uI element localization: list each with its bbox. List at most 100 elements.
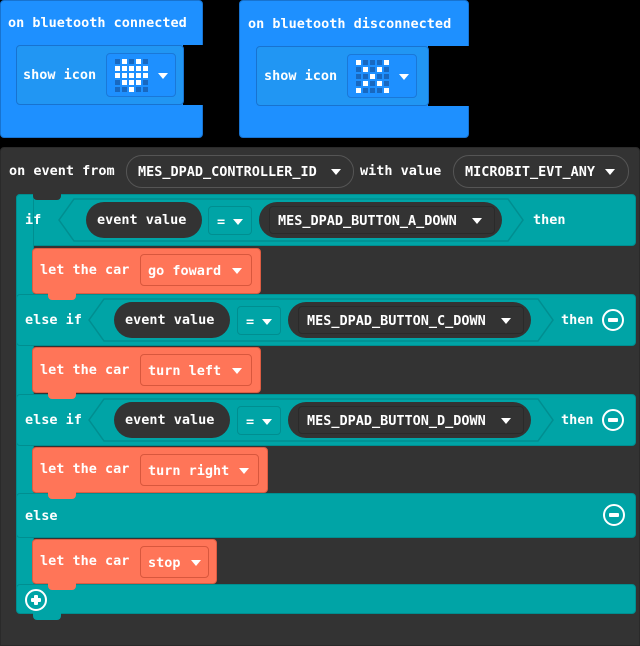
icon-dropdown[interactable] <box>106 53 176 97</box>
led-pixel <box>115 59 120 64</box>
chevron-down-icon <box>262 319 272 325</box>
compare-value-dropdown[interactable]: MES_DPAD_BUTTON_A_DOWN <box>269 206 495 234</box>
compare-value-reporter[interactable]: MES_DPAD_BUTTON_A_DOWN <box>259 202 502 238</box>
if-keyword: if <box>25 212 42 228</box>
led-pixel <box>363 67 368 72</box>
chevron-down-icon <box>331 169 341 175</box>
compare-value-dropdown[interactable]: MES_DPAD_BUTTON_C_DOWN <box>298 306 524 334</box>
led-pixel <box>129 80 134 85</box>
led-pixel <box>356 74 361 79</box>
chevron-down-icon <box>232 368 242 374</box>
led-pixel <box>363 88 368 93</box>
compare-value-reporter[interactable]: MES_DPAD_BUTTON_C_DOWN <box>288 302 531 338</box>
led-pixel <box>122 59 127 64</box>
operator-dropdown[interactable]: = <box>237 406 281 435</box>
led-pixel <box>363 74 368 79</box>
let-the-car-label: let the car <box>40 262 130 278</box>
led-pixel <box>377 81 382 86</box>
with-value-label: with value <box>360 163 442 179</box>
led-pixel <box>356 67 361 72</box>
led-pixel <box>122 66 127 71</box>
led-pixel <box>384 88 389 93</box>
remove-else-minus-icon[interactable] <box>603 504 625 526</box>
let-the-car-label: let the car <box>40 461 130 477</box>
led-pixel <box>129 59 134 64</box>
led-pixel <box>143 66 148 71</box>
else-keyword: else <box>25 508 58 524</box>
led-pixel <box>377 60 382 65</box>
car-action-dropdown[interactable]: turn right <box>140 454 259 486</box>
operator-dropdown[interactable]: = <box>237 306 281 335</box>
led-pixel <box>143 87 148 92</box>
remove-branch-minus-icon[interactable] <box>602 409 624 431</box>
then-label: then <box>561 312 594 328</box>
then-label: then <box>533 212 566 228</box>
led-pixel <box>370 67 375 72</box>
else-if-keyword: else if <box>25 312 82 328</box>
chevron-down-icon <box>501 418 511 424</box>
event-source-dropdown[interactable]: MES_DPAD_CONTROLLER_ID <box>126 155 354 188</box>
led-pixel <box>356 88 361 93</box>
chevron-down-icon <box>399 74 409 80</box>
led-pixel <box>143 59 148 64</box>
chevron-down-icon <box>501 318 511 324</box>
car-action-dropdown[interactable]: go foward <box>140 254 252 286</box>
led-pixel <box>143 80 148 85</box>
let-the-car-label: let the car <box>40 553 130 569</box>
led-pixel <box>370 88 375 93</box>
hat-label: on bluetooth connected <box>8 15 187 31</box>
led-pixel <box>370 60 375 65</box>
operator-dropdown[interactable]: = <box>208 206 252 235</box>
event-value-reporter[interactable]: event value <box>86 202 202 238</box>
led-pixel <box>384 74 389 79</box>
heart-icon <box>115 59 148 92</box>
led-pixel <box>377 74 382 79</box>
led-pixel <box>122 73 127 78</box>
chevron-down-icon <box>232 268 242 274</box>
car-action-dropdown[interactable]: turn left <box>140 354 252 386</box>
led-pixel <box>384 60 389 65</box>
led-pixel <box>356 81 361 86</box>
chevron-down-icon <box>191 560 201 566</box>
let-the-car-label: let the car <box>40 362 130 378</box>
led-pixel <box>122 80 127 85</box>
add-branch-plus-icon[interactable] <box>25 589 47 611</box>
led-pixel <box>384 81 389 86</box>
icon-dropdown[interactable] <box>347 54 417 98</box>
led-pixel <box>143 73 148 78</box>
show-icon-label: show icon <box>23 67 97 83</box>
led-pixel <box>384 67 389 72</box>
led-pixel <box>356 60 361 65</box>
led-pixel <box>115 66 120 71</box>
chevron-down-icon <box>262 419 272 425</box>
chevron-down-icon <box>239 468 249 474</box>
led-pixel <box>370 74 375 79</box>
else-if-keyword: else if <box>25 412 82 428</box>
chevron-down-icon <box>158 73 168 79</box>
led-pixel <box>370 81 375 86</box>
led-pixel <box>129 87 134 92</box>
x-icon <box>356 60 389 93</box>
compare-value-dropdown[interactable]: MES_DPAD_BUTTON_D_DOWN <box>298 406 524 434</box>
car-action-dropdown[interactable]: stop <box>140 546 209 578</box>
then-label: then <box>561 412 594 428</box>
event-value-dropdown[interactable]: MICROBIT_EVT_ANY <box>453 155 629 188</box>
led-pixel <box>363 60 368 65</box>
hat-label: on bluetooth disconnected <box>248 16 452 32</box>
led-pixel <box>115 87 120 92</box>
led-pixel <box>136 80 141 85</box>
compare-value-reporter[interactable]: MES_DPAD_BUTTON_D_DOWN <box>288 402 531 438</box>
remove-branch-minus-icon[interactable] <box>602 309 624 331</box>
led-pixel <box>136 66 141 71</box>
led-pixel <box>115 73 120 78</box>
event-value-reporter[interactable]: event value <box>114 402 230 438</box>
led-pixel <box>122 87 127 92</box>
show-icon-label: show icon <box>264 68 338 84</box>
led-pixel <box>129 73 134 78</box>
led-pixel <box>136 59 141 64</box>
led-pixel <box>377 88 382 93</box>
led-pixel <box>115 80 120 85</box>
led-pixel <box>136 87 141 92</box>
chevron-down-icon <box>605 169 615 175</box>
event-value-reporter[interactable]: event value <box>114 302 230 338</box>
